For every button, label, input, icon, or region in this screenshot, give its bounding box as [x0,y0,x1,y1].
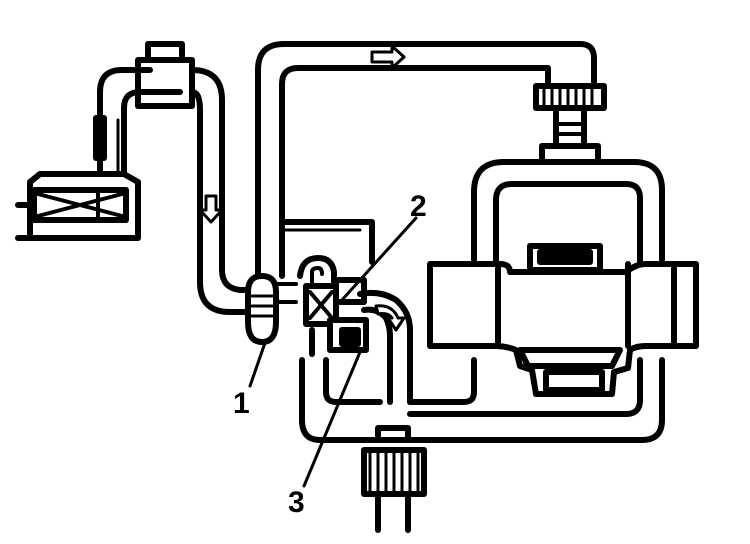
air-filter-box [15,171,141,241]
intake-stub [361,425,427,533]
top-pipe [255,41,597,293]
return-pipe [189,67,265,315]
leader-lines [248,216,418,488]
callout-2: 2 [410,190,427,223]
breather-pipe-left [93,67,153,177]
engine-frame [299,159,665,443]
callout-1: 1 [233,387,250,420]
leader-line-2 [340,216,418,302]
callout-3: 3 [288,486,305,519]
oil-cap-right [533,83,607,165]
return-bend [357,289,413,405]
leader-line-1 [248,338,268,388]
right-arrow-icon [370,44,406,70]
check-valve [245,273,279,345]
leader-line-3 [302,350,362,488]
down-arrow-icon [198,194,224,224]
engine-block [427,243,699,397]
curved-arrow-icon [374,304,406,332]
filler-cap [135,41,195,109]
